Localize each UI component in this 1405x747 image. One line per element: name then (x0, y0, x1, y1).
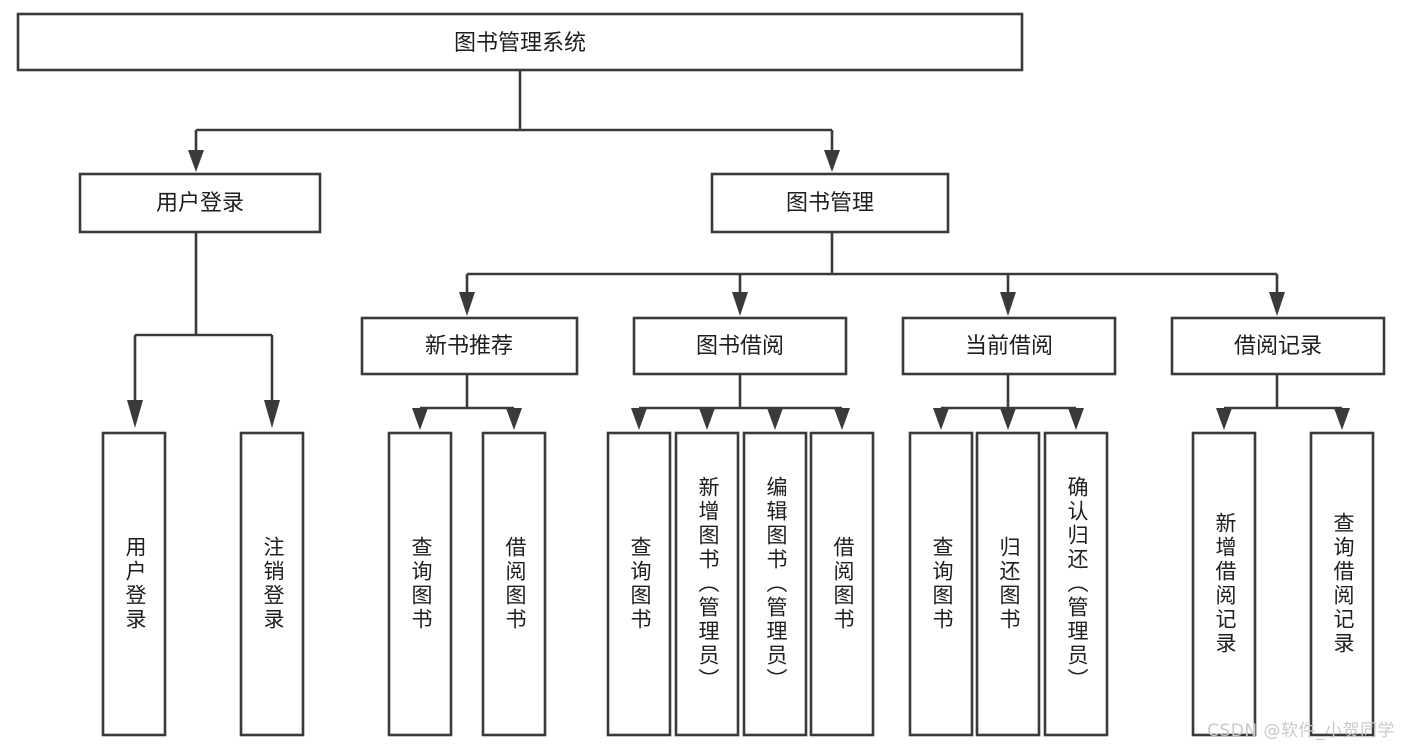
node-leaf-query-borrow-record[interactable]: 查询借阅记录 (1309, 431, 1375, 737)
node-leaf-return-book[interactable]: 归还图书 (975, 431, 1041, 737)
node-leaf-add-book-admin-label: 新增图书（管理员） (696, 476, 720, 692)
connector-borrow-record-to-leaves (1216, 374, 1350, 430)
node-leaf-query-book-current-label: 查询图书 (930, 536, 954, 632)
node-book-management[interactable]: 图书管理 (710, 172, 950, 234)
node-user-login-label: 用户登录 (156, 191, 244, 216)
connector-book-manage-to-level3 (459, 232, 1285, 316)
node-new-book-recommend[interactable]: 新书推荐 (360, 316, 579, 376)
node-leaf-borrow-book[interactable]: 借阅图书 (809, 431, 875, 737)
node-leaf-user-login[interactable]: 用户登录 (101, 431, 167, 737)
node-leaf-add-borrow-record[interactable]: 新增借阅记录 (1191, 431, 1257, 737)
node-current-borrow[interactable]: 当前借阅 (901, 316, 1117, 376)
connector-user-login-to-leaves (127, 232, 280, 428)
node-leaf-borrow-book-label: 借阅图书 (831, 536, 855, 632)
node-leaf-borrow-book-recommend[interactable]: 借阅图书 (481, 431, 547, 737)
node-book-borrow[interactable]: 图书借阅 (632, 316, 848, 376)
node-leaf-borrow-book-recommend-label: 借阅图书 (503, 536, 527, 632)
node-root-label: 图书管理系统 (454, 31, 586, 56)
node-user-login[interactable]: 用户登录 (78, 172, 322, 234)
csdn-watermark: CSDN @软件_小贺同学 (1207, 721, 1395, 741)
node-book-borrow-label: 图书借阅 (696, 334, 784, 359)
node-current-borrow-label: 当前借阅 (965, 334, 1053, 359)
node-leaf-confirm-return-admin-label: 确认归还（管理员） (1065, 476, 1089, 692)
node-leaf-query-book-borrow[interactable]: 查询图书 (606, 431, 672, 737)
node-borrow-record-label: 借阅记录 (1234, 334, 1322, 359)
connector-new-book-to-leaves (412, 374, 522, 430)
node-leaf-user-login-label: 用户登录 (123, 536, 147, 632)
node-leaf-edit-book-admin[interactable]: 编辑图书（管理员） (742, 431, 808, 737)
node-book-management-label: 图书管理 (786, 191, 874, 216)
node-leaf-logout[interactable]: 注销登录 (239, 431, 305, 737)
connector-book-borrow-to-leaves (631, 374, 850, 430)
node-leaf-confirm-return-admin[interactable]: 确认归还（管理员） (1043, 431, 1109, 737)
node-leaf-query-book-borrow-label: 查询图书 (628, 536, 652, 632)
node-leaf-query-borrow-record-label: 查询借阅记录 (1331, 512, 1355, 656)
node-borrow-record[interactable]: 借阅记录 (1170, 316, 1386, 376)
node-leaf-query-book-recommend-label: 查询图书 (409, 536, 433, 632)
connector-root-to-level2 (188, 70, 840, 172)
node-leaf-edit-book-admin-label: 编辑图书（管理员） (764, 476, 788, 692)
connector-current-borrow-to-leaves (933, 374, 1084, 430)
node-root-book-management-system[interactable]: 图书管理系统 (16, 12, 1024, 72)
node-leaf-add-borrow-record-label: 新增借阅记录 (1213, 512, 1237, 656)
node-leaf-logout-label: 注销登录 (261, 536, 285, 632)
node-leaf-return-book-label: 归还图书 (997, 536, 1021, 632)
node-leaf-add-book-admin[interactable]: 新增图书（管理员） (674, 431, 740, 737)
node-leaf-query-book-current[interactable]: 查询图书 (908, 431, 974, 737)
node-new-book-recommend-label: 新书推荐 (425, 334, 513, 359)
node-leaf-query-book-recommend[interactable]: 查询图书 (387, 431, 453, 737)
